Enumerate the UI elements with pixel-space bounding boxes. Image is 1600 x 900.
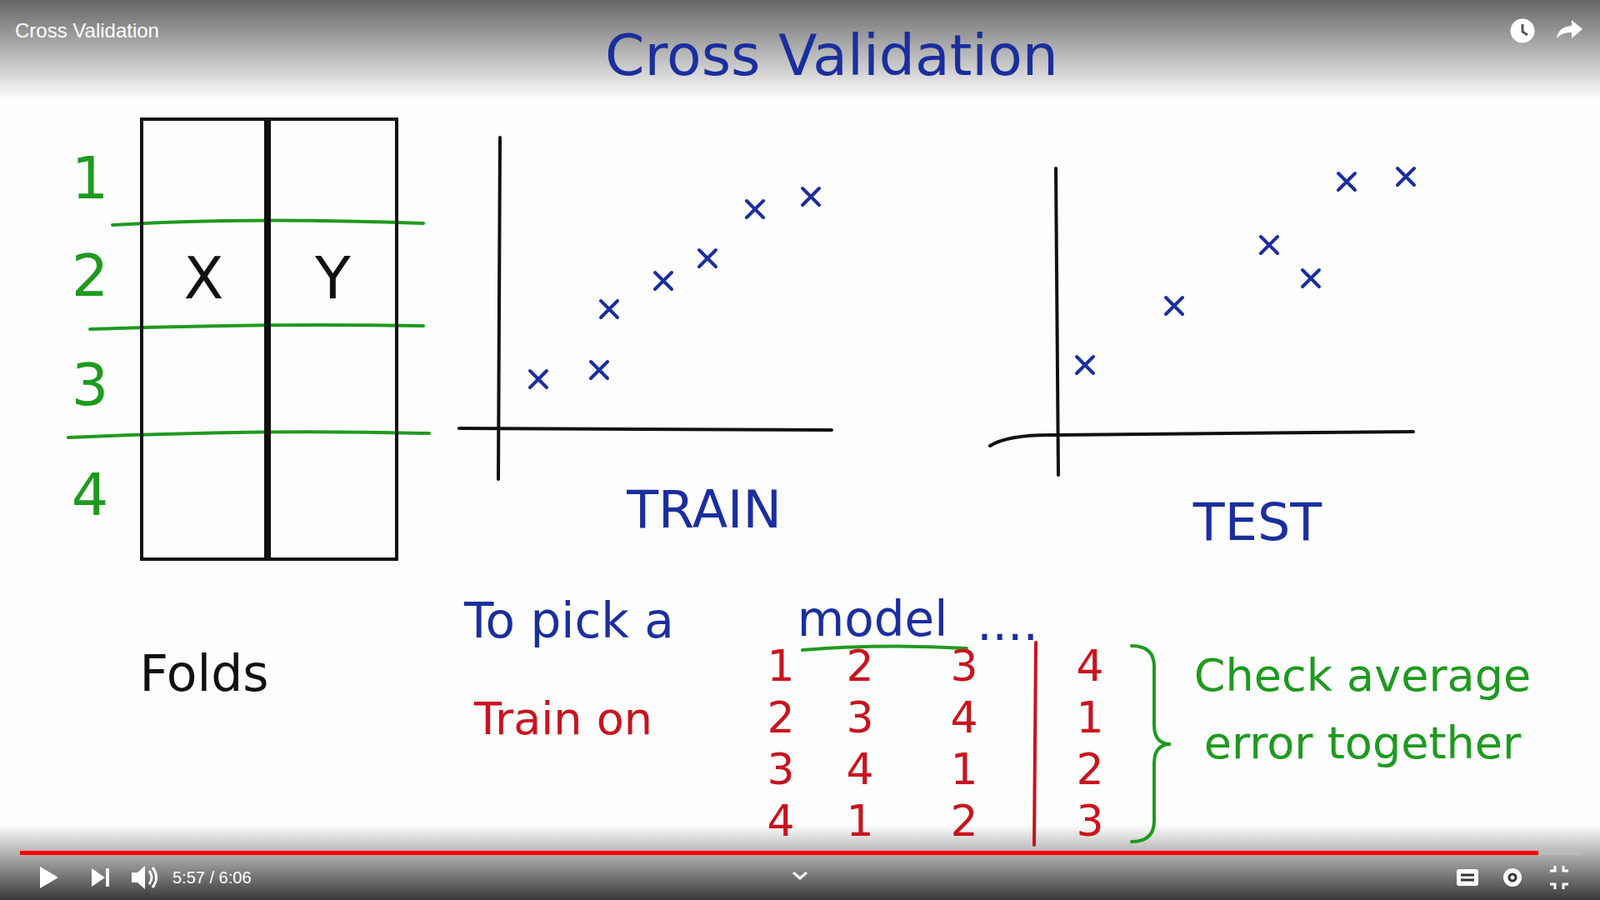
plot-title: TRAIN: [626, 480, 782, 540]
column-label: X: [184, 246, 225, 311]
player-controls-lines: [149, 20, 1569, 890]
table-cell: 3: [845, 693, 874, 744]
point-mark: [699, 250, 716, 267]
table-cell: 3: [1075, 796, 1104, 847]
volume-waves: [149, 867, 157, 888]
point-mark: [1338, 173, 1355, 190]
settings-hole: [1509, 874, 1516, 881]
fold-line: [68, 431, 430, 438]
next-icon: [105, 868, 110, 887]
progress-played: [20, 850, 1539, 855]
axis: [1055, 168, 1059, 475]
table-cell: 4: [950, 693, 978, 744]
table-cell: 2: [766, 693, 795, 744]
next-icon: [91, 868, 105, 887]
chevron-icon: [793, 872, 807, 879]
point-mark: [530, 370, 547, 388]
captions-icon: [1456, 869, 1479, 886]
clock-icon: [1511, 20, 1534, 42]
axis: [990, 431, 1414, 446]
table-cell: 1: [1075, 693, 1104, 744]
fold-number: 3: [71, 351, 110, 420]
fold-number: 1: [71, 145, 110, 213]
point-mark: [1302, 270, 1320, 287]
fold-lines: [68, 220, 430, 438]
table-cell: 2: [950, 796, 978, 847]
board-title: Cross Validation: [605, 23, 1059, 89]
time-display: 5:57 / 6:06: [172, 868, 252, 888]
point-mark: [600, 300, 618, 318]
table-cell: 4: [1075, 641, 1104, 692]
point-mark: [746, 200, 764, 218]
table-cell: 3: [766, 745, 795, 795]
point-mark: [1397, 168, 1415, 185]
fold-number: 4: [71, 461, 110, 530]
table-cell: 2: [1075, 745, 1104, 795]
column-label: Y: [315, 246, 351, 311]
captions-lines: [1460, 875, 1475, 880]
table-divider: [1034, 642, 1036, 845]
data-points: [530, 168, 1415, 388]
point-mark: [1165, 297, 1183, 315]
progress-remaining: [1538, 850, 1580, 855]
note-text: Train on: [474, 693, 653, 745]
play-icon: [40, 866, 59, 889]
clock-hands: [1522, 24, 1528, 35]
fold-number: 2: [71, 242, 110, 310]
point-mark: [590, 361, 608, 379]
table-cell: 1: [950, 745, 978, 795]
axis: [459, 428, 832, 430]
top-shade: [0, 0, 1600, 100]
curly-brace: [1131, 645, 1171, 842]
fullscreen-icon: [1550, 865, 1569, 890]
point-mark: [802, 188, 820, 205]
plot-title: TEST: [1193, 492, 1322, 552]
volume-icon: [131, 865, 145, 890]
video-title: Cross Validation: [15, 19, 160, 43]
fold-column: Y: [267, 117, 399, 561]
note-text: ....: [976, 595, 1039, 652]
table-cell: 1: [766, 641, 795, 692]
table-caption: Folds: [139, 645, 269, 703]
plot-axes: [459, 137, 1414, 480]
note-text: model: [797, 591, 949, 648]
fold-column: X: [140, 117, 268, 561]
share-icon: [1556, 20, 1583, 39]
bottom-shade: [0, 825, 1600, 900]
point-mark: [1076, 356, 1094, 374]
point-mark: [655, 272, 672, 290]
table-cell: 3: [950, 641, 978, 692]
table-cell: 1: [845, 796, 874, 847]
table-cell: 4: [845, 745, 874, 795]
settings-icon: [1503, 868, 1522, 887]
point-mark: [1260, 236, 1278, 254]
table-cell: 4: [766, 796, 795, 847]
note-text: To pick a: [464, 593, 675, 650]
table-cell: 2: [845, 641, 874, 692]
player-controls: [40, 865, 1522, 890]
note-text: Check average error together: [1179, 641, 1546, 777]
